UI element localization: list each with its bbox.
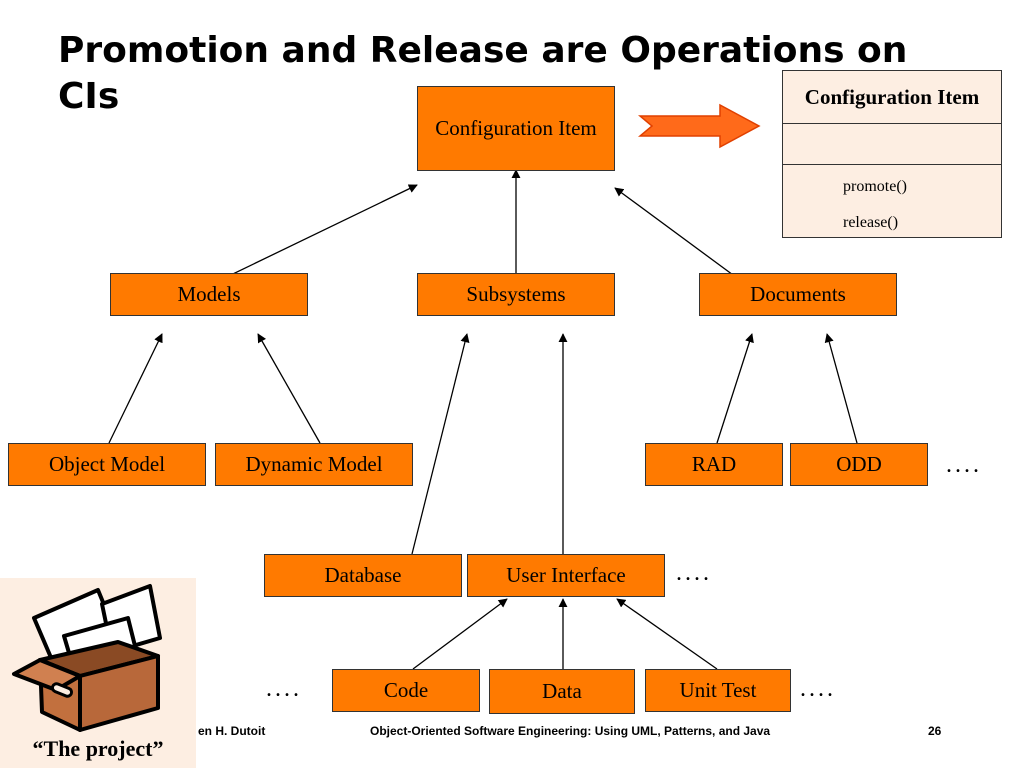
edge-database-to-subsystems [411, 333, 470, 555]
edge-rad-to-documents [716, 333, 754, 444]
ellipsis-subsystems-row: .... [676, 560, 712, 586]
edge-models-to-ci [207, 184, 418, 287]
node-odd: ODD [790, 443, 928, 486]
open-box-with-papers-icon [12, 584, 162, 732]
node-code: Code [332, 669, 480, 712]
edge-documents-to-ci [614, 187, 749, 287]
node-data: Data [489, 669, 635, 714]
node-object-model: Object Model [8, 443, 206, 486]
node-database: Database [264, 554, 462, 597]
uml-class-box: Configuration Item promote() release() [782, 70, 1002, 238]
node-subsystems: Subsystems [417, 273, 615, 316]
project-caption: “The project” [32, 736, 164, 761]
edge-odd-to-documents [824, 333, 858, 444]
edge-code-to-userinterface [412, 598, 508, 670]
ellipsis-documents-row: .... [946, 452, 982, 478]
project-panel [0, 578, 196, 768]
ellipsis-left-bottom: .... [266, 676, 302, 702]
edge-objectmodel-to-models [108, 333, 163, 444]
ellipsis-right-bottom: .... [800, 676, 836, 702]
right-arrow-icon [638, 103, 761, 149]
uml-attributes-compartment [783, 124, 1001, 165]
edge-dynamicmodel-to-models [257, 333, 321, 444]
uml-class-name: Configuration Item [783, 71, 1001, 124]
node-configuration-item: Configuration Item [417, 86, 615, 171]
footer-book-title: Object-Oriented Software Engineering: Us… [370, 724, 771, 738]
node-models: Models [110, 273, 308, 316]
node-unit-test: Unit Test [645, 669, 791, 712]
node-rad: RAD [645, 443, 783, 486]
footer-author: en H. Dutoit [198, 724, 266, 738]
slide-title: Promotion and Release are Operations on … [58, 30, 908, 117]
uml-operation-release: release() [843, 214, 899, 231]
page-number: 26 [928, 724, 942, 738]
uml-operations-compartment: promote() release() [783, 165, 1001, 245]
node-dynamic-model: Dynamic Model [215, 443, 413, 486]
node-documents: Documents [699, 273, 897, 316]
uml-operation-promote: promote() [843, 178, 907, 195]
edge-unittest-to-userinterface [616, 598, 718, 670]
node-user-interface: User Interface [467, 554, 665, 597]
